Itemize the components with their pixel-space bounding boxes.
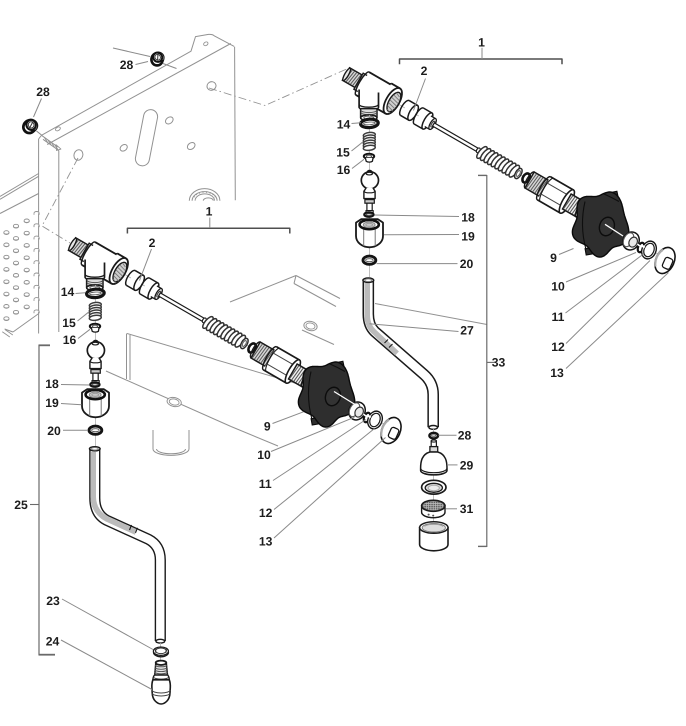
svg-text:28: 28: [458, 429, 472, 443]
svg-text:20: 20: [47, 424, 61, 438]
svg-text:11: 11: [259, 477, 272, 491]
svg-text:31: 31: [460, 502, 474, 516]
svg-text:19: 19: [45, 396, 59, 410]
svg-text:1: 1: [478, 35, 485, 49]
svg-text:2: 2: [421, 64, 428, 78]
svg-text:27: 27: [460, 323, 474, 337]
svg-text:19: 19: [461, 229, 475, 243]
svg-text:28: 28: [120, 58, 134, 72]
svg-text:29: 29: [460, 459, 474, 473]
svg-text:16: 16: [63, 333, 77, 347]
svg-text:14: 14: [337, 118, 351, 132]
svg-text:2: 2: [149, 236, 156, 250]
svg-text:12: 12: [551, 340, 565, 354]
svg-text:13: 13: [550, 366, 564, 380]
svg-text:23: 23: [46, 594, 60, 608]
svg-text:28: 28: [36, 85, 50, 99]
svg-text:11: 11: [552, 310, 565, 324]
svg-text:10: 10: [551, 280, 565, 294]
svg-text:14: 14: [61, 285, 75, 299]
svg-text:9: 9: [264, 420, 271, 434]
svg-text:10: 10: [257, 448, 271, 462]
svg-text:16: 16: [337, 163, 351, 177]
svg-text:20: 20: [460, 257, 474, 271]
svg-text:18: 18: [45, 377, 59, 391]
svg-text:18: 18: [461, 210, 475, 224]
svg-text:25: 25: [14, 498, 28, 512]
svg-text:12: 12: [259, 506, 273, 520]
svg-text:9: 9: [550, 251, 557, 265]
svg-text:13: 13: [259, 534, 273, 548]
svg-text:24: 24: [46, 634, 60, 648]
svg-text:15: 15: [62, 316, 76, 330]
svg-text:15: 15: [336, 145, 350, 159]
svg-text:33: 33: [492, 356, 506, 370]
svg-text:1: 1: [206, 204, 213, 218]
